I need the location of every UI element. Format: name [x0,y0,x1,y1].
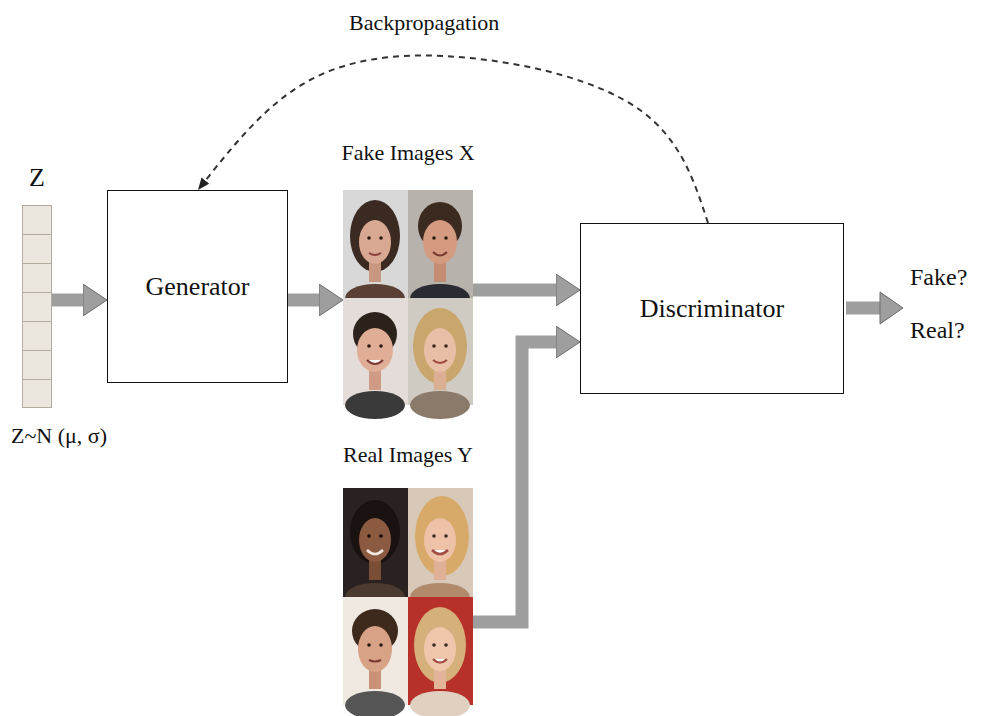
heading-label: Real Images Y [343,442,473,468]
box-label: Generator [146,272,250,302]
distribution-label: Z~N (μ, σ) [11,423,107,449]
edge-label: Backpropagation [345,10,503,36]
real-face-images [343,488,473,716]
arrow-head [880,292,903,324]
block-connector [288,294,319,307]
block-connector [473,342,556,622]
box-label: Discriminator [640,294,784,324]
face-image [408,298,473,419]
face-image [408,488,473,611]
flow-arrow [473,290,556,291]
flow-arrow [52,300,83,301]
face-image [408,597,473,716]
output-label: Fake? [910,263,967,292]
flow-arrow [288,300,319,301]
face-image [343,190,408,312]
face-image [343,298,408,419]
image-group: Fake Images X [343,190,473,405]
generator-box: Generator [107,190,288,383]
face-image [408,190,473,312]
block-connector [52,294,83,307]
output-label: Real? [910,316,965,345]
heading-label: Z [29,162,45,193]
heading-label: Fake Images X [341,140,474,166]
block-connector [473,284,556,297]
face-image [343,597,408,716]
arrow-shaft [846,302,880,315]
fake-face-images [343,190,473,419]
discriminator-box: Discriminator [580,223,844,394]
image-group: Real Images Y [343,488,473,705]
flow-arrow [473,342,556,622]
latent-vector: ZZ~N (μ, σ) [22,205,52,408]
output-arrow [846,292,903,324]
face-image [343,488,408,611]
